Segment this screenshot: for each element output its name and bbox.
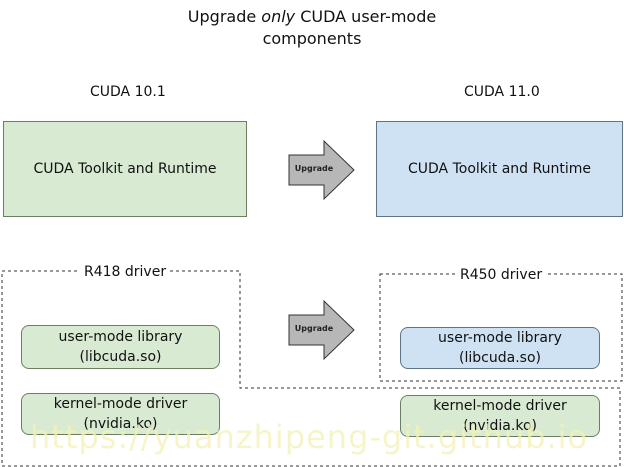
library-file: (libcuda.so) xyxy=(459,350,541,366)
upgrade-arrow-label-top: Upgrade xyxy=(294,164,334,173)
library-name: user-mode library xyxy=(438,330,562,346)
diagram-title: Upgrade only CUDA user-mode components xyxy=(0,6,624,50)
driver-label-right: R450 driver xyxy=(456,266,547,284)
user-mode-library-left: user-mode library (libcuda.so) xyxy=(21,325,220,369)
watermark: https://yuanzhipeng-git.github.io xyxy=(30,418,589,456)
r418-driver-region xyxy=(1,270,621,467)
toolkit-box-right: CUDA Toolkit and Runtime xyxy=(376,121,623,217)
driver-name: kernel-mode driver xyxy=(433,398,567,414)
upgrade-arrow-bottom xyxy=(288,299,355,361)
library-file: (libcuda.so) xyxy=(79,349,162,365)
library-name: user-mode library xyxy=(58,329,183,345)
driver-name: kernel-mode driver xyxy=(53,396,188,412)
driver-label-left: R418 driver xyxy=(80,263,171,281)
toolkit-box-left: CUDA Toolkit and Runtime xyxy=(3,121,247,217)
title-line-1: Upgrade only CUDA user-mode xyxy=(0,6,624,28)
driver-file: (nvidia.ko) xyxy=(463,418,537,434)
user-mode-library-right: user-mode library (libcuda.so) xyxy=(400,327,600,369)
title-emphasis: only xyxy=(261,7,296,26)
upgrade-arrow-label-bottom: Upgrade xyxy=(294,324,334,333)
kernel-mode-driver-left: kernel-mode driver (nvidia.ko) xyxy=(21,393,220,435)
version-left: CUDA 10.1 xyxy=(90,84,166,100)
title-line-2: components xyxy=(262,29,362,48)
kernel-mode-driver-right: kernel-mode driver (nvidia.ko) xyxy=(400,395,600,437)
toolkit-label: CUDA Toolkit and Runtime xyxy=(33,161,217,177)
toolkit-label: CUDA Toolkit and Runtime xyxy=(408,161,591,177)
driver-file: (nvidia.ko) xyxy=(83,416,158,432)
upgrade-arrow-top xyxy=(288,139,355,201)
title-part: Upgrade xyxy=(187,7,262,26)
title-part: CUDA user-mode xyxy=(295,7,437,26)
version-right: CUDA 11.0 xyxy=(464,84,540,100)
